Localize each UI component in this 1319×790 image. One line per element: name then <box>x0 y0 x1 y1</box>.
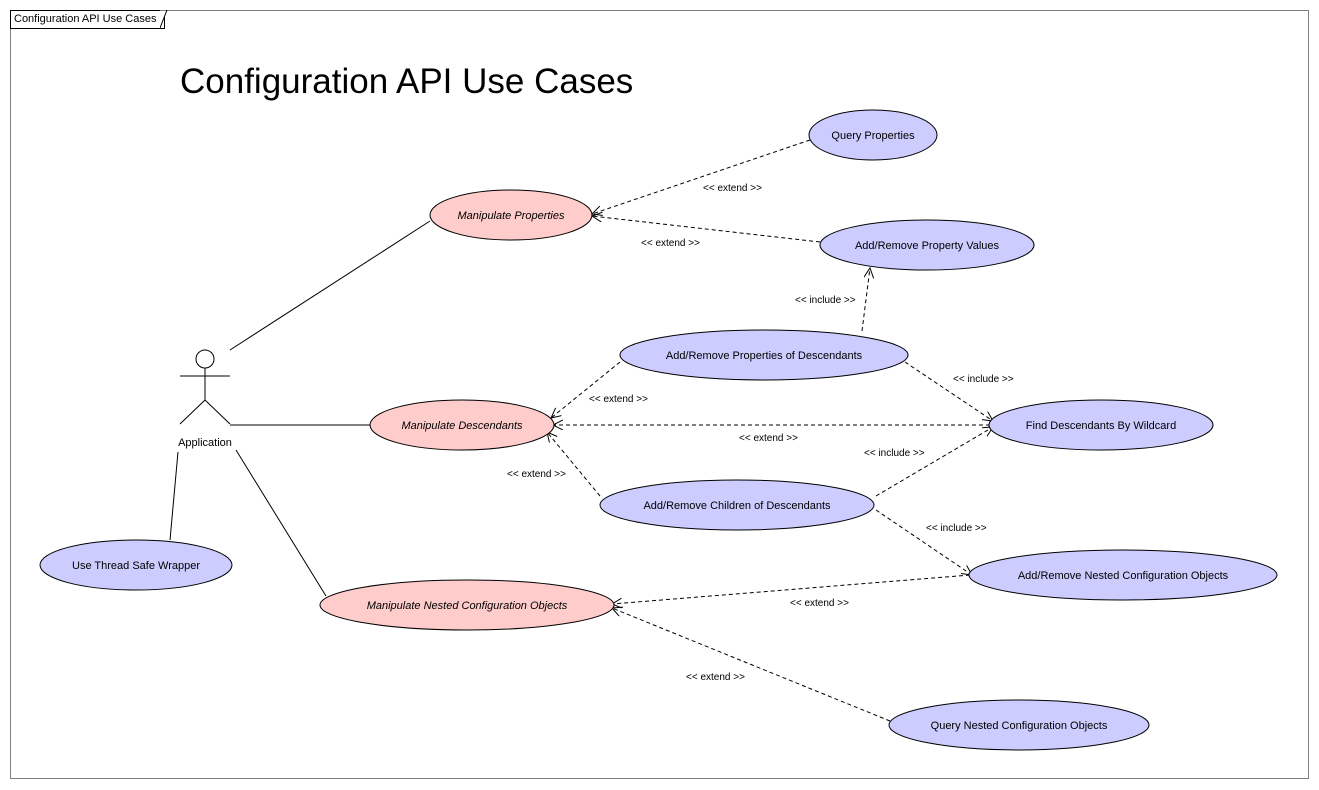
label-include-find-from-children: << include >> <box>864 448 925 459</box>
label-extend-prop-values: << extend >> <box>641 238 700 249</box>
usecase-add-remove-properties-desc-label: Add/Remove Properties of Descendants <box>666 350 863 362</box>
dep-children-extend <box>547 432 601 497</box>
usecase-add-remove-children-desc[interactable]: Add/Remove Children of Descendants <box>599 479 875 531</box>
label-include-prop-values: << include >> <box>795 295 856 306</box>
usecase-manipulate-descendants-label: Manipulate Descendants <box>401 420 523 432</box>
actor-application[interactable] <box>179 349 231 425</box>
label-extend-add-nested: << extend >> <box>790 598 849 609</box>
dep-query-properties-extend <box>592 139 811 214</box>
usecase-find-descendants-wildcard-label: Find Descendants By Wildcard <box>1026 420 1176 432</box>
assoc-actor-manipulate-nested <box>235 449 327 597</box>
label-extend-query-nested: << extend >> <box>686 672 745 683</box>
usecase-thread-safe-wrapper-label: Use Thread Safe Wrapper <box>72 560 200 572</box>
dep-props-desc-include-find <box>904 361 993 421</box>
actor-application-label: Application <box>178 437 232 449</box>
label-include-nested: << include >> <box>926 523 987 534</box>
diagram-frame <box>10 10 1309 779</box>
usecase-add-remove-property-values-label: Add/Remove Property Values <box>855 240 1000 252</box>
actor-head-icon <box>195 349 215 369</box>
dep-add-nested-extend <box>612 574 971 604</box>
diagram-title: Configuration API Use Cases <box>180 62 634 101</box>
usecase-add-remove-nested[interactable]: Add/Remove Nested Configuration Objects <box>968 549 1278 601</box>
dep-props-desc-extend <box>551 361 621 418</box>
label-extend-find: << extend >> <box>739 433 798 444</box>
usecase-add-remove-nested-label: Add/Remove Nested Configuration Objects <box>1018 570 1229 582</box>
usecase-find-descendants-wildcard[interactable]: Find Descendants By Wildcard <box>988 399 1214 451</box>
assoc-actor-thread-safe <box>169 451 179 541</box>
usecase-manipulate-properties[interactable]: Manipulate Properties <box>429 189 593 241</box>
usecase-manipulate-properties-label: Manipulate Properties <box>457 210 565 222</box>
frame-tab-label: Configuration API Use Cases <box>10 10 166 29</box>
usecase-thread-safe-wrapper[interactable]: Use Thread Safe Wrapper <box>39 539 233 591</box>
usecase-add-remove-property-values[interactable]: Add/Remove Property Values <box>819 219 1035 271</box>
label-extend-query-props: << extend >> <box>703 183 762 194</box>
dep-query-nested-extend <box>612 608 891 722</box>
dep-children-include-find <box>875 427 993 497</box>
usecase-query-properties[interactable]: Query Properties <box>808 109 938 161</box>
usecase-query-nested[interactable]: Query Nested Configuration Objects <box>888 699 1150 751</box>
usecase-manipulate-nested[interactable]: Manipulate Nested Configuration Objects <box>319 579 615 631</box>
label-extend-children: << extend >> <box>507 469 566 480</box>
usecase-manipulate-descendants[interactable]: Manipulate Descendants <box>369 399 555 451</box>
assoc-actor-manipulate-properties <box>229 220 431 351</box>
frame-tab-notch <box>160 10 168 29</box>
label-include-find-from-props: << include >> <box>953 374 1014 385</box>
dep-props-desc-include-values <box>861 268 870 332</box>
usecase-manipulate-nested-label: Manipulate Nested Configuration Objects <box>367 600 568 612</box>
dep-children-include-nested <box>875 509 972 575</box>
usecase-add-remove-children-desc-label: Add/Remove Children of Descendants <box>643 500 831 512</box>
usecase-add-remove-properties-desc[interactable]: Add/Remove Properties of Descendants <box>619 329 909 381</box>
usecase-query-properties-label: Query Properties <box>831 130 915 142</box>
dep-prop-values-extend <box>592 216 821 243</box>
usecase-query-nested-label: Query Nested Configuration Objects <box>931 720 1108 732</box>
label-extend-props-desc: << extend >> <box>589 394 648 405</box>
